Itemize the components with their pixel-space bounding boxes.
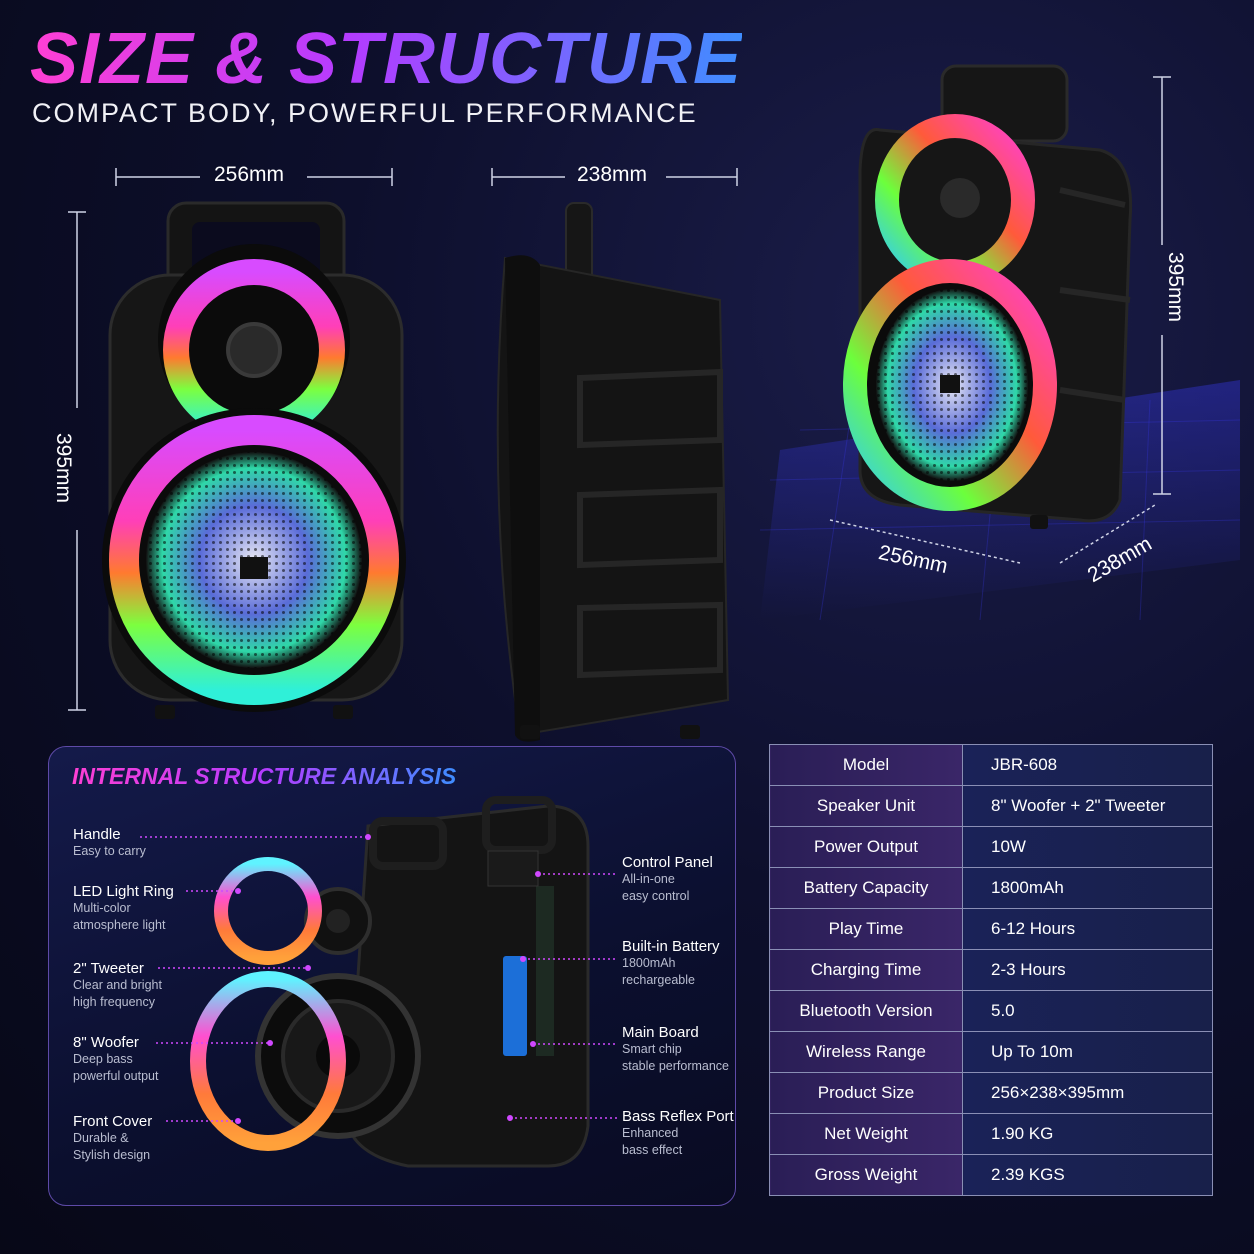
page-subtitle: COMPACT BODY, POWERFUL PERFORMANCE: [32, 98, 698, 128]
label-front-cover-name: Front Cover: [73, 1113, 153, 1130]
label-main-board-desc-2: stable performance: [622, 1059, 730, 1073]
spec-value: 5.0: [962, 990, 1213, 1032]
label-main-board-name: Main Board: [622, 1024, 699, 1041]
side-view-speaker: [496, 202, 730, 742]
front-width-label: 256mm: [214, 163, 285, 186]
spec-key: Battery Capacity: [769, 867, 963, 909]
label-tweeter-name: 2" Tweeter: [73, 960, 144, 977]
label-led-ring-desc-1: Multi-color: [73, 901, 131, 915]
label-bass-port-desc-2: bass effect: [622, 1143, 683, 1157]
label-woofer-name: 8" Woofer: [73, 1034, 139, 1051]
label-control-panel-desc-1: All-in-one: [622, 872, 675, 886]
spec-value: 256×238×395mm: [962, 1072, 1213, 1114]
label-battery-desc-2: rechargeable: [622, 973, 695, 987]
label-woofer: 8" Woofer Deep bass powerful output: [73, 1034, 158, 1085]
label-control-panel: Control Panel All-in-one easy control: [622, 854, 713, 905]
spec-key: Bluetooth Version: [769, 990, 963, 1032]
internal-structure-title: INTERNAL STRUCTURE ANALYSIS: [72, 763, 457, 789]
spec-value: 2-3 Hours: [962, 949, 1213, 991]
spec-value: JBR-608: [962, 744, 1213, 786]
front-height-label: 395mm: [52, 432, 76, 504]
label-woofer-desc-1: Deep bass: [73, 1052, 133, 1066]
spec-value: 1800mAh: [962, 867, 1213, 909]
spec-value: Up To 10m: [962, 1031, 1213, 1073]
page-title: SIZE & STRUCTURE: [30, 19, 743, 99]
label-tweeter: 2" Tweeter Clear and bright high frequen…: [73, 960, 162, 1011]
label-tweeter-desc-2: high frequency: [73, 995, 156, 1009]
spec-key: Play Time: [769, 908, 963, 950]
side-depth-label: 238mm: [577, 163, 648, 186]
label-woofer-desc-2: powerful output: [73, 1069, 159, 1083]
spec-value: 8" Woofer + 2" Tweeter: [962, 785, 1213, 827]
label-control-panel-desc-2: easy control: [622, 889, 690, 903]
dimension-lines: [68, 76, 1171, 711]
front-view-speaker: [102, 201, 406, 719]
label-battery-name: Built-in Battery: [622, 938, 720, 955]
label-tweeter-desc-1: Clear and bright: [73, 978, 162, 992]
spec-key: Model: [769, 744, 963, 786]
label-bass-port-desc-1: Enhanced: [622, 1126, 679, 1140]
spec-key: Net Weight: [769, 1113, 963, 1155]
label-led-ring: LED Light Ring Multi-color atmosphere li…: [73, 883, 174, 934]
label-led-ring-name: LED Light Ring: [73, 883, 174, 900]
spec-key: Charging Time: [769, 949, 963, 991]
label-battery-desc-1: 1800mAh: [622, 956, 676, 970]
spec-key: Gross Weight: [769, 1154, 963, 1196]
spec-value: 10W: [962, 826, 1213, 868]
spec-value: 6-12 Hours: [962, 908, 1213, 950]
label-front-cover: Front Cover Durable & Stylish design: [73, 1113, 152, 1164]
spec-value: 2.39 KGS: [962, 1154, 1213, 1196]
label-battery: Built-in Battery 1800mAh rechargeable: [622, 938, 720, 989]
spec-key: Power Output: [769, 826, 963, 868]
label-bass-port-name: Bass Reflex Port: [622, 1108, 734, 1125]
label-led-ring-desc-2: atmosphere light: [73, 918, 166, 932]
label-main-board-desc-1: Smart chip: [622, 1042, 682, 1056]
label-bass-port: Bass Reflex Port Enhanced bass effect: [622, 1108, 734, 1159]
persp-height-label: 395mm: [1164, 251, 1188, 323]
label-front-cover-desc-1: Durable &: [73, 1131, 129, 1145]
spec-key: Wireless Range: [769, 1031, 963, 1073]
label-handle-desc: Easy to carry: [73, 844, 146, 858]
label-handle: Handle Easy to carry: [73, 826, 146, 860]
label-control-panel-name: Control Panel: [622, 854, 713, 871]
label-main-board: Main Board Smart chip stable performance: [622, 1024, 729, 1075]
label-handle-name: Handle: [73, 826, 121, 843]
spec-value: 1.90 KG: [962, 1113, 1213, 1155]
spec-key: Speaker Unit: [769, 785, 963, 827]
perspective-speaker: [759, 64, 1241, 621]
exploded-view-illustration: [140, 796, 618, 1168]
spec-key: Product Size: [769, 1072, 963, 1114]
label-front-cover-desc-2: Stylish design: [73, 1148, 151, 1162]
